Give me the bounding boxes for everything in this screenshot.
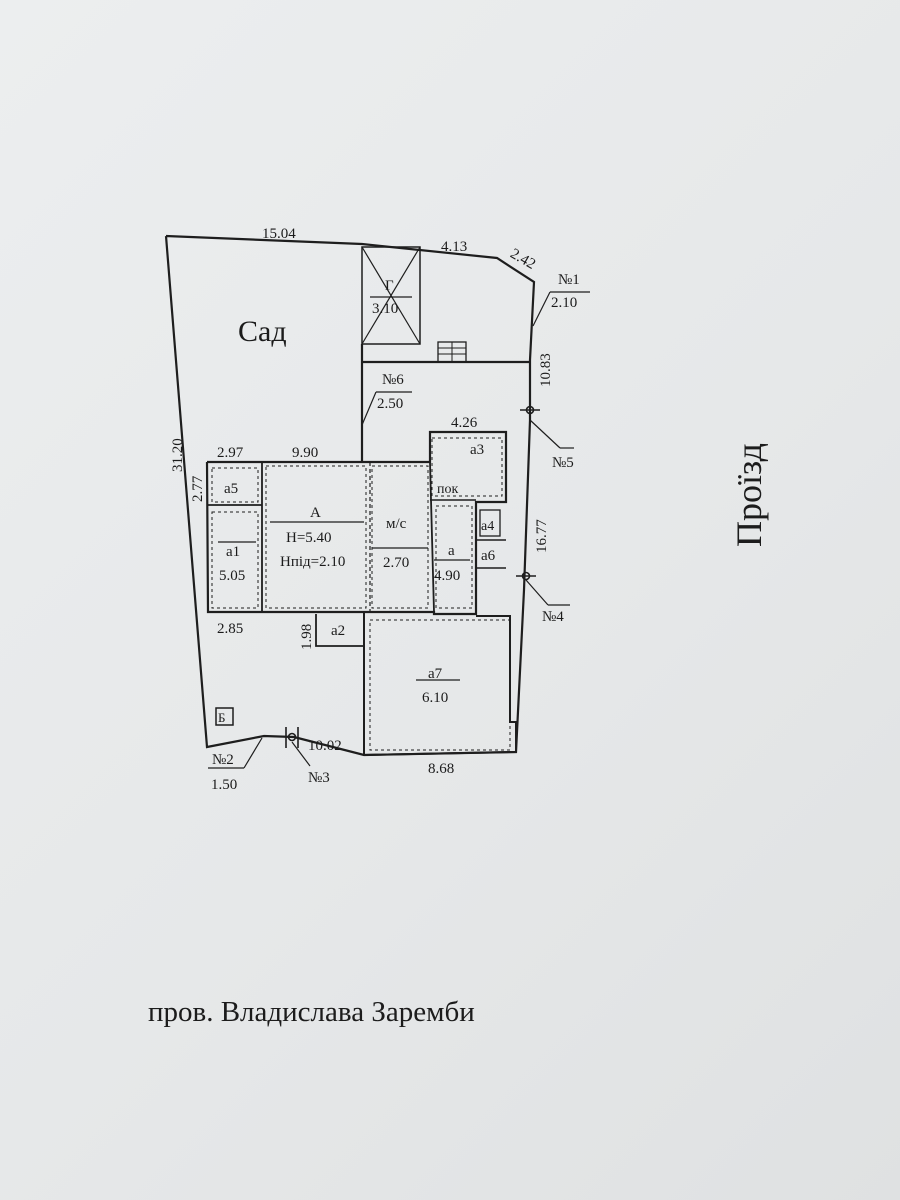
fence-1-id: №1 [558,272,580,288]
fence-6-id: №6 [382,372,404,388]
fence-3-id: №3 [308,770,330,786]
room-main-height: Н=5.40 [286,530,332,546]
room-a-height: 4.90 [434,568,460,584]
dim-a2-depth: 1.98 [299,624,315,650]
fence-2-height: 1.50 [211,777,237,793]
dim-top-main: 15.04 [262,226,296,242]
building-b-name: Б [218,710,225,725]
garage-outline [361,246,421,345]
dim-left-inner: 2.77 [190,475,206,502]
dim-right-upper: 10.83 [538,353,554,387]
room-main-basement: Нпід=2.10 [280,554,345,570]
dim-a5-width: 2.97 [217,445,244,461]
room-a4-name: а4 [481,519,494,534]
room-garage-name: Г [385,278,394,294]
fence-6-height: 2.50 [377,396,403,412]
room-pok-name: пок [437,482,458,497]
room-a2-name: а2 [331,623,345,639]
room-a6-name: а6 [481,548,496,564]
plot-boundary [164,234,536,757]
room-a4-outline [479,509,501,537]
dim-bottom-left: 10.02 [308,738,342,754]
dim-a3-width: 4.26 [451,415,478,431]
dim-left-side: 31.20 [170,438,186,472]
side-road-label: Проїзд [729,443,769,547]
dim-bottom-right: 8.68 [428,761,454,777]
dim-right-lower: 16.77 [534,519,550,553]
street-label: пров. Владислава Заремби [148,996,475,1028]
house-outline [205,430,508,616]
building-b-outline [215,707,234,726]
room-a3-name: а3 [470,442,484,458]
fence-4-id: №4 [542,609,564,625]
room-garage-height: 3.10 [372,301,398,317]
room-a7-name: а7 [428,666,443,682]
room-main-name: А [310,505,321,521]
room-a1-name: а1 [226,544,240,560]
room-a5-name: а5 [224,481,238,497]
garden-label: Сад [238,315,287,348]
room-a7-height: 6.10 [422,690,448,706]
fence-5-id: №5 [552,455,574,471]
room-ms-height: 2.70 [383,555,409,571]
room-a-name: а [448,543,455,559]
room-a7-outline [363,612,517,757]
room-a2-outline [315,614,364,647]
dim-a1-bottom: 2.85 [217,621,243,637]
room-a1-height: 5.05 [219,568,245,584]
dim-main-width: 9.90 [292,445,318,461]
fence-2-id: №2 [212,752,234,768]
room-ms-name: м/с [386,516,407,532]
fence-1-height: 2.10 [551,295,577,311]
dim-top-mid: 4.13 [441,239,467,255]
